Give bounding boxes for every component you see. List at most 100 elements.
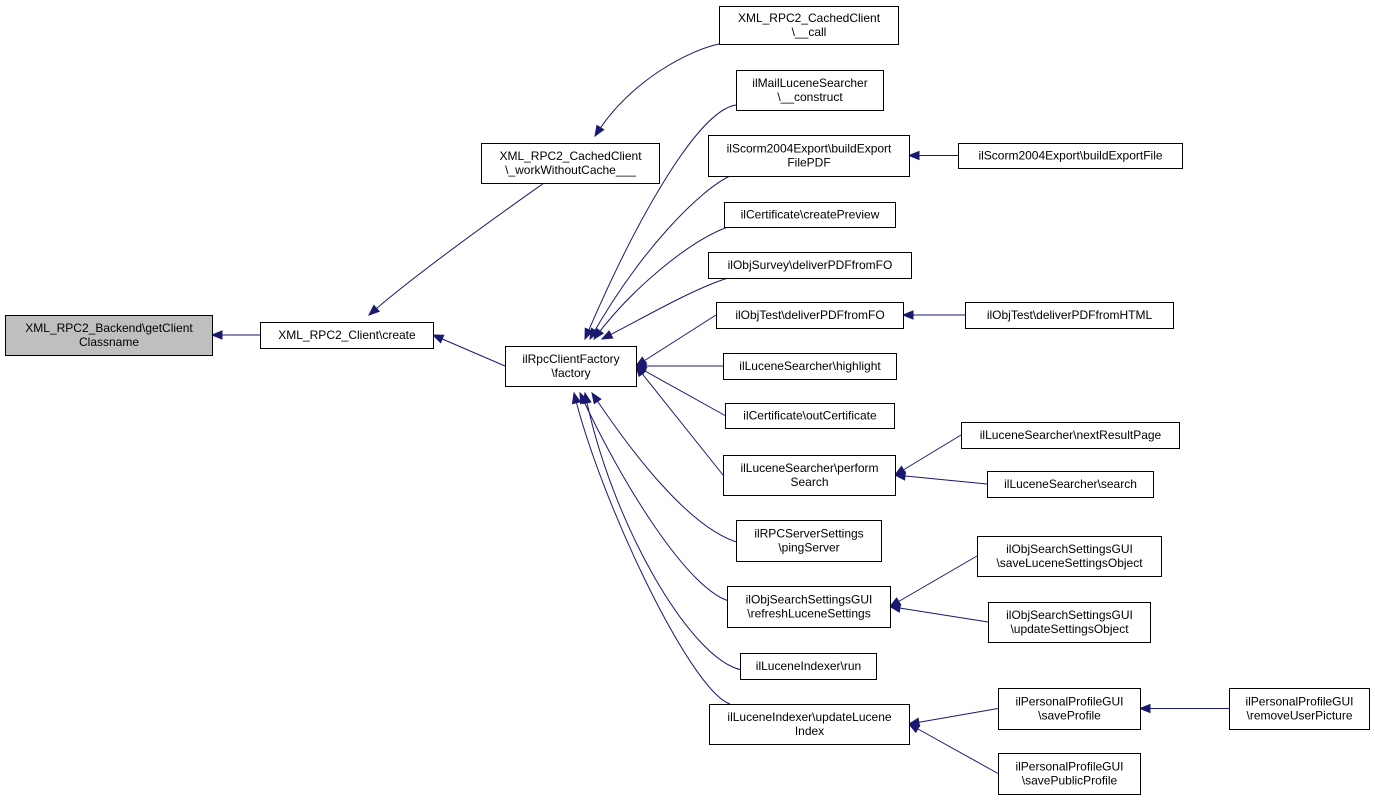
node-label-line: ilCertificate\outCertificate <box>743 409 877 423</box>
edge-line <box>889 606 989 623</box>
edge-arrowhead <box>367 304 381 316</box>
call-edge-search-to-perform_search <box>893 471 988 485</box>
node-remove-picture[interactable]: ilPersonalProfileGUI\removeUserPicture <box>1229 688 1370 730</box>
node-box <box>965 302 1174 329</box>
node-label-line: FilePDF <box>787 156 830 170</box>
node-cert-preview[interactable]: ilCertificate\createPreview <box>724 202 896 228</box>
call-edge-save_lucene-to-refresh <box>888 555 978 608</box>
node-label-line: ilObjTest\deliverPDFfromFO <box>735 308 884 322</box>
node-test-fo[interactable]: ilObjTest\deliverPDFfromFO <box>716 302 904 329</box>
node-box <box>481 143 660 184</box>
edge-arrowhead <box>593 327 605 341</box>
node-label-line: ilLuceneIndexer\run <box>756 659 861 673</box>
node-box <box>725 403 895 429</box>
call-edge-refresh-to-factory <box>579 391 734 603</box>
node-label-line: ilObjTest\deliverPDFfromHTML <box>987 308 1153 322</box>
edge-line <box>432 334 506 367</box>
edge-arrowhead <box>591 391 602 405</box>
edge-arrowhead <box>431 334 445 344</box>
edge-line <box>635 365 724 476</box>
call-edge-cert_preview-to-factory <box>593 226 729 341</box>
call-edge-update_index-to-factory <box>571 391 731 705</box>
node-box <box>719 6 899 45</box>
node-box <box>998 753 1141 795</box>
edge-arrowhead <box>589 327 600 341</box>
node-box <box>961 422 1180 449</box>
edge-line <box>368 182 545 316</box>
node-label-line: Search <box>790 475 828 489</box>
node-indexer-run[interactable]: ilLuceneIndexer\run <box>740 653 877 680</box>
node-box <box>736 520 882 562</box>
edge-arrowhead <box>571 391 582 405</box>
node-cached-call[interactable]: XML_RPC2_CachedClient\__call <box>719 6 899 45</box>
node-box <box>998 688 1141 730</box>
node-refresh[interactable]: ilObjSearchSettingsGUI\refreshLuceneSett… <box>727 586 891 628</box>
call-edge-save_public-to-update_index <box>907 723 999 774</box>
node-mail-construct[interactable]: ilMailLuceneSearcher\__construct <box>736 70 884 111</box>
node-label-line: \__call <box>792 25 827 39</box>
call-edge-cert_out-to-factory <box>634 365 726 416</box>
call-edge-cached_call-to-cached_work <box>594 43 720 138</box>
node-survey-pdf[interactable]: ilObjSurvey\deliverPDFfromFO <box>708 252 912 279</box>
call-edge-next_page-to-perform_search <box>893 434 962 476</box>
edge-arrowhead <box>1138 703 1151 714</box>
node-save-public[interactable]: ilPersonalProfileGUI\savePublicProfile <box>998 753 1141 795</box>
node-label-line: XML_RPC2_Backend\getClient <box>25 321 193 335</box>
node-label-line: XML_RPC2_Client\create <box>278 328 416 342</box>
node-label-line: ilLuceneSearcher\nextResultPage <box>980 428 1162 442</box>
node-label-line: ilPersonalProfileGUI <box>1015 695 1123 709</box>
node-label-line: ilCertificate\createPreview <box>741 208 880 222</box>
node-label-line: ilObjSearchSettingsGUI <box>1006 608 1133 622</box>
edge-line <box>894 434 962 476</box>
node-label-line: \__construct <box>777 90 843 104</box>
node-box <box>977 536 1162 577</box>
call-edge-scorm_pdf-to-factory <box>589 175 731 341</box>
node-box <box>987 471 1154 498</box>
call-edge-client_create-to-backend <box>210 330 260 340</box>
call-edge-factory-to-client_create <box>431 334 506 367</box>
node-save-lucene[interactable]: ilObjSearchSettingsGUI\saveLuceneSetting… <box>977 536 1162 577</box>
node-box <box>736 70 884 111</box>
node-box <box>723 455 896 496</box>
node-factory[interactable]: ilRpcClientFactory\factory <box>505 346 637 387</box>
node-label-line: Classname <box>79 335 139 349</box>
node-label-line: \factory <box>551 366 590 380</box>
node-cert-out[interactable]: ilCertificate\outCertificate <box>725 403 895 429</box>
call-edge-test_fo-to-factory <box>634 314 717 367</box>
edge-line <box>601 277 729 340</box>
node-box <box>958 143 1183 169</box>
node-highlight[interactable]: ilLuceneSearcher\highlight <box>723 353 897 380</box>
node-label-line: \updateSettingsObject <box>1010 622 1129 636</box>
node-ping[interactable]: ilRPCServerSettings\pingServer <box>736 520 882 562</box>
call-edge-highlight-to-factory <box>634 361 723 371</box>
node-label-line: Index <box>795 724 824 738</box>
node-search[interactable]: ilLuceneSearcher\search <box>987 471 1154 498</box>
edge-line <box>584 392 743 671</box>
node-label-line: ilScorm2004Export\buildExport <box>727 142 892 156</box>
node-test-html[interactable]: ilObjTest\deliverPDFfromHTML <box>965 302 1174 329</box>
node-client-create[interactable]: XML_RPC2_Client\create <box>260 322 434 349</box>
node-label-line: ilLuceneSearcher\perform <box>740 461 878 475</box>
edge-line <box>584 104 737 340</box>
call-edge-remove_picture-to-save_profile <box>1138 703 1229 714</box>
edge-arrowhead <box>907 150 920 161</box>
node-scorm-file[interactable]: ilScorm2004Export\buildExportFile <box>958 143 1183 169</box>
node-box <box>724 202 896 228</box>
edge-line <box>593 226 729 340</box>
call-edge-ping-to-factory <box>591 391 741 544</box>
node-save-profile[interactable]: ilPersonalProfileGUI\saveProfile <box>998 688 1141 730</box>
node-box <box>716 302 904 329</box>
edge-line <box>889 555 978 607</box>
node-label-line: \saveLuceneSettingsObject <box>996 556 1143 570</box>
node-cached-work[interactable]: XML_RPC2_CachedClient\_workWithoutCache_… <box>481 143 660 184</box>
node-label-line: \removeUserPicture <box>1246 709 1352 723</box>
node-update-settings[interactable]: ilObjSearchSettingsGUI\updateSettingsObj… <box>988 602 1151 643</box>
node-label-line: ilLuceneSearcher\highlight <box>739 359 881 373</box>
edge-line <box>591 392 741 544</box>
node-next-page[interactable]: ilLuceneSearcher\nextResultPage <box>961 422 1180 449</box>
